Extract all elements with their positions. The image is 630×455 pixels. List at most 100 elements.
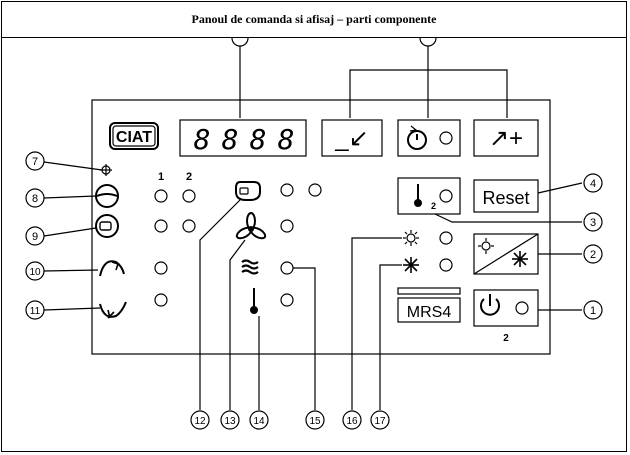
svg-text:16: 16	[346, 416, 358, 427]
up-button[interactable]: ↗+	[473, 119, 539, 157]
heat-cool-sun-icon	[478, 238, 494, 254]
display-digit-3: 8	[250, 123, 267, 156]
callout-10: 10	[25, 261, 45, 281]
callout-14: 14	[249, 410, 269, 430]
column-number-2: 2	[186, 171, 192, 183]
thermometer-button-led	[439, 189, 453, 203]
thermometer-button[interactable]: 2	[397, 177, 582, 223]
high-pressure-row	[43, 260, 168, 277]
callout-4: 4	[583, 173, 603, 193]
compressor-led-1	[154, 189, 168, 203]
heat-mode-indicator	[351, 230, 453, 410]
control-panel	[91, 99, 551, 355]
svg-text:12: 12	[194, 416, 206, 427]
heat-cool-snowflake-icon	[512, 251, 528, 267]
model-label-text: MRS4	[407, 304, 452, 321]
svg-text:13: 13	[224, 416, 236, 427]
led-display: 8 8 8 8	[179, 119, 307, 157]
callout-1: 1	[583, 300, 603, 320]
svg-text:8: 8	[32, 193, 38, 205]
display-digit-1: 8	[194, 123, 211, 156]
callout-8: 8	[25, 188, 45, 208]
svg-text:14: 14	[253, 416, 265, 427]
low-pressure-led	[154, 293, 168, 307]
callout-17: 17	[370, 410, 390, 430]
svg-text:7: 7	[32, 156, 38, 168]
callout-9: 9	[25, 226, 45, 246]
svg-text:3: 3	[590, 217, 596, 229]
compressor-row	[43, 184, 196, 208]
display-digit-4: 8	[278, 123, 295, 156]
high-pressure-icon	[99, 260, 125, 277]
thermometer-icon	[250, 288, 258, 314]
reset-button[interactable]: Reset	[473, 179, 583, 213]
top-callout-left	[231, 37, 249, 118]
pump-led-2	[182, 219, 196, 233]
top-callout-right	[349, 37, 508, 118]
fan-icon	[235, 212, 267, 240]
svg-text:2: 2	[590, 249, 596, 261]
svg-text:17: 17	[374, 416, 386, 427]
model-label: MRS4	[397, 287, 461, 323]
callout-2: 2	[583, 244, 603, 264]
high-pressure-led	[154, 261, 168, 275]
svg-text:10: 10	[29, 267, 41, 278]
figure-title: Panoul de comanda si afisaj – parti comp…	[1, 1, 627, 38]
callout-11: 11	[25, 300, 45, 320]
power-button-subscript: 2	[503, 333, 509, 344]
thermometer-led	[280, 293, 294, 307]
timer-led	[439, 131, 453, 145]
thermometer-button-subscript: 2	[431, 201, 436, 211]
compressor-led-2	[182, 189, 196, 203]
callout-15: 15	[305, 410, 325, 430]
callout-13: 13	[220, 410, 240, 430]
down-button-label: _↙	[334, 125, 368, 152]
electric-heater-icon	[241, 259, 259, 275]
callout-16: 16	[342, 410, 362, 430]
down-button[interactable]: _↙	[321, 119, 383, 157]
thermometer-button-icon	[414, 184, 422, 207]
cool-mode-indicator	[379, 257, 453, 410]
callouts: 1 2 3 4 7 8 9 10 11 12 13 14 15 16 17	[25, 151, 603, 430]
thermometer-row	[250, 288, 294, 410]
heat-cool-button[interactable]	[473, 233, 582, 275]
callout-3: 3	[583, 212, 603, 232]
callout-12: 12	[190, 410, 210, 430]
timer-button[interactable]	[397, 119, 461, 157]
svg-text:11: 11	[30, 306, 41, 317]
timer-icon	[407, 125, 427, 150]
column-number-1: 1	[158, 171, 164, 183]
compressor-icon	[95, 184, 119, 208]
pump-row	[43, 214, 196, 238]
fan-row	[229, 212, 294, 410]
fan-coil-led-2	[308, 183, 322, 197]
svg-text:9: 9	[32, 231, 38, 243]
fan-coil-icon	[235, 181, 261, 201]
cool-mode-led	[439, 258, 453, 272]
heat-mode-led	[439, 231, 453, 245]
logo-text: CIAT	[116, 129, 152, 146]
svg-text:4: 4	[590, 178, 596, 190]
sun-icon	[403, 230, 419, 246]
crosshair-marker	[43, 161, 112, 176]
up-button-label: ↗+	[489, 125, 523, 152]
pump-led-1	[154, 219, 168, 233]
svg-text:1: 1	[590, 305, 596, 317]
ciat-logo: CIAT	[109, 122, 159, 150]
callout-7: 7	[25, 151, 45, 171]
display-digit-2: 8	[222, 123, 239, 156]
fan-coil-led-1	[280, 183, 294, 197]
fan-led	[280, 219, 294, 233]
power-led	[515, 301, 529, 315]
low-pressure-icon	[99, 301, 127, 319]
power-icon	[480, 294, 500, 316]
low-pressure-row	[43, 293, 168, 319]
heater-led	[280, 261, 294, 275]
reset-button-label: Reset	[482, 188, 529, 208]
pump-icon	[95, 214, 119, 238]
fan-coil-row	[199, 181, 322, 410]
power-button[interactable]: 2	[473, 289, 582, 344]
svg-text:15: 15	[309, 416, 321, 427]
